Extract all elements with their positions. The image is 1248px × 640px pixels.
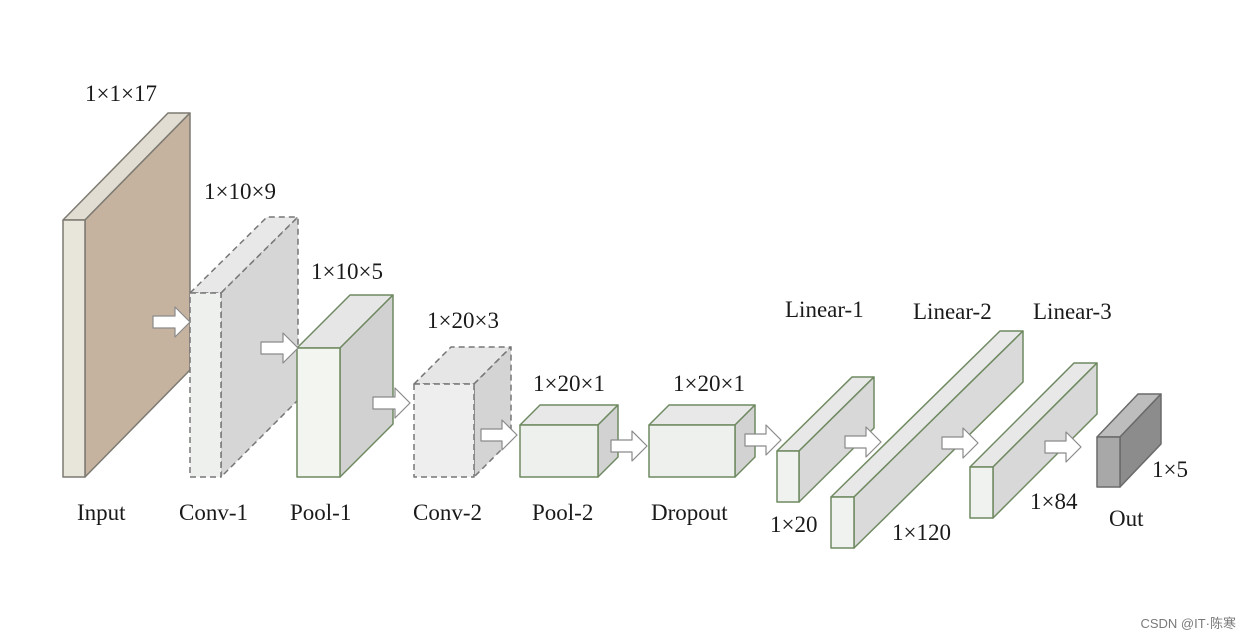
linear3-dims-label: 1×84 <box>1030 489 1078 514</box>
layer-pool2 <box>519 404 619 478</box>
conv1-top-face <box>189 216 299 294</box>
layer-conv1 <box>189 216 299 478</box>
linear2-name-label: Linear-2 <box>913 299 992 324</box>
conv2-name-label: Conv-2 <box>413 500 482 525</box>
linear1-dims-label: 1×20 <box>770 512 817 537</box>
conv1-front-face <box>189 292 222 478</box>
out-name-label: Out <box>1109 506 1144 531</box>
flow-arrows <box>152 306 1082 463</box>
dropout-dims-label: 1×20×1 <box>673 371 745 396</box>
watermark-text: CSDN @IT·陈寒 <box>1140 616 1236 631</box>
conv1-dims-label: 1×10×9 <box>204 179 276 204</box>
layer-linear2 <box>830 330 1024 549</box>
layer-conv2 <box>413 346 512 478</box>
out-front-face <box>1096 436 1121 488</box>
input-front-face <box>62 219 86 478</box>
arrow-right-icon <box>260 332 299 364</box>
arrow-right-icon <box>480 419 518 451</box>
arrow-right-icon <box>1044 431 1082 463</box>
conv1-name-label: Conv-1 <box>179 500 248 525</box>
arrow-right-icon <box>844 426 882 458</box>
linear3-name-label: Linear-3 <box>1033 299 1112 324</box>
input-side-face <box>84 112 191 478</box>
arrow-right-icon <box>610 430 648 462</box>
arrow-right-icon <box>744 424 782 456</box>
linear2-front-face <box>830 496 855 549</box>
layer-linear1 <box>776 376 875 503</box>
linear3-front-face <box>969 466 994 519</box>
pool1-dims-label: 1×10×5 <box>311 259 383 284</box>
layer-pool1 <box>296 294 394 478</box>
arrow-right-icon <box>372 387 411 419</box>
pool2-name-label: Pool-2 <box>532 500 593 525</box>
pool1-name-label: Pool-1 <box>290 500 351 525</box>
input-dims-label: 1×1×17 <box>85 81 157 106</box>
linear2-dims-label: 1×120 <box>892 520 951 545</box>
arrow-right-icon <box>152 306 191 338</box>
conv2-dims-label: 1×20×3 <box>427 308 499 333</box>
pool1-front-face <box>296 347 341 478</box>
pool2-dims-label: 1×20×1 <box>533 371 605 396</box>
input-name-label: Input <box>77 500 126 525</box>
linear1-name-label: Linear-1 <box>785 297 864 322</box>
pool2-front-face <box>519 424 599 478</box>
out-dims-label: 1×5 <box>1152 457 1188 482</box>
conv2-front-face <box>413 383 475 478</box>
arrow-right-icon <box>941 427 979 459</box>
dropout-front-face <box>648 424 736 478</box>
layer-input <box>62 112 191 478</box>
layer-out <box>1096 393 1162 488</box>
dropout-name-label: Dropout <box>651 500 728 525</box>
linear1-front-face <box>776 450 800 503</box>
layer-dropout <box>648 404 756 478</box>
